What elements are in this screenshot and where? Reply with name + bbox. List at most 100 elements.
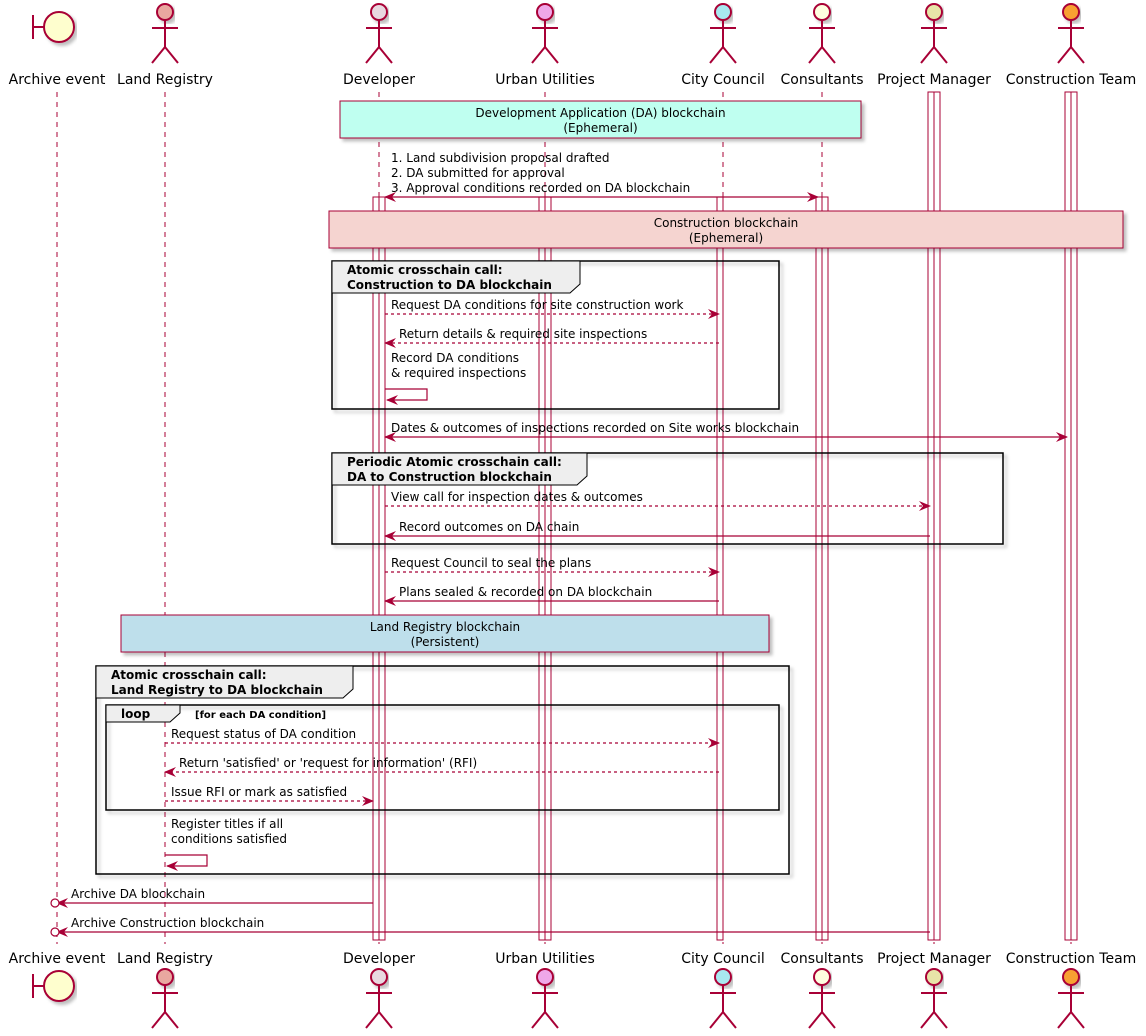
- boundary-bar-icon: [32, 974, 44, 998]
- message-label: Request DA conditions for site construct…: [391, 298, 683, 312]
- message-14: Archive DA blockchain: [50, 887, 373, 908]
- participant-label: Project Manager: [877, 951, 991, 967]
- note-box: [120, 614, 770, 653]
- participant-bottom-council: City Council: [681, 951, 765, 1029]
- frame-title: Atomic crosschain call:: [111, 668, 267, 682]
- note-text: (Ephemeral): [563, 121, 637, 135]
- message-3: Return details & required site inspectio…: [384, 327, 719, 348]
- participant-label: Land Registry: [117, 72, 213, 88]
- actor-head-icon: [925, 3, 943, 21]
- participant-label: City Council: [681, 72, 764, 88]
- message-11: Return 'satisfied' or 'request for infor…: [164, 756, 719, 777]
- participant-bottom-landreg: Land Registry: [117, 951, 213, 1029]
- frame-4: loop[for each DA condition]: [105, 704, 780, 811]
- message-10: Request status of DA condition: [165, 727, 720, 748]
- participant-bottom-archive: Archive event: [9, 951, 106, 1002]
- actor-body-icon: [1057, 985, 1085, 1029]
- actor-body-icon: [808, 985, 836, 1029]
- message-label: 2. DA submitted for approval: [391, 166, 565, 180]
- actor-body-icon: [808, 20, 836, 64]
- message-15: Archive Construction blockchain: [50, 916, 930, 937]
- activation-construction: [1070, 91, 1078, 941]
- participant-top-construction: Construction Team: [1006, 3, 1136, 88]
- lost-circle: [50, 898, 60, 908]
- frame-tab: [331, 260, 581, 294]
- actor-body-icon: [1057, 20, 1085, 64]
- frame-tab: [95, 665, 354, 699]
- boundary-circle-icon: [43, 970, 75, 1002]
- actor-head-icon: [536, 3, 554, 21]
- actor-head-icon: [813, 3, 831, 21]
- message-label: & required inspections: [391, 366, 526, 380]
- participant-label: Land Registry: [117, 951, 213, 967]
- participant-top-utilities: Urban Utilities: [495, 3, 595, 88]
- actor-head-icon: [156, 968, 174, 986]
- boundary-bar-icon: [32, 15, 44, 39]
- message-7: Record outcomes on DA chain: [384, 520, 930, 541]
- participant-label: City Council: [681, 951, 764, 967]
- message-label: Record DA conditions: [391, 351, 519, 365]
- message-label: Issue RFI or mark as satisfied: [171, 785, 347, 799]
- note-text: Development Application (DA) blockchain: [475, 106, 725, 120]
- frame-tab: [105, 704, 181, 723]
- participant-top-archive: Archive event: [9, 11, 106, 88]
- actor-head-icon: [714, 3, 732, 21]
- actor-body-icon: [920, 20, 948, 64]
- participant-bottom-utilities: Urban Utilities: [495, 951, 595, 1029]
- activation-consultants: [821, 196, 829, 941]
- frame-title: Atomic crosschain call:: [347, 263, 503, 277]
- message-label: Return 'satisfied' or 'request for infor…: [179, 756, 477, 770]
- note-1: Development Application (DA) blockchain(…: [339, 100, 862, 139]
- message-label: Dates & outcomes of inspections recorded…: [391, 421, 799, 435]
- message-label: Archive DA blockchain: [71, 887, 205, 901]
- activation-council: [716, 196, 724, 941]
- actor-body-icon: [151, 985, 179, 1029]
- message-label: conditions satisfied: [171, 832, 287, 846]
- note-text: Land Registry blockchain: [370, 620, 520, 634]
- message-9: Plans sealed & recorded on DA blockchain: [384, 585, 719, 606]
- activation-pm: [933, 91, 941, 941]
- participant-top-consultants: Consultants: [781, 3, 864, 88]
- actor-head-icon: [156, 3, 174, 21]
- note-2: Construction blockchain(Ephemeral): [328, 210, 1124, 249]
- message-label: Archive Construction blockchain: [71, 916, 264, 930]
- message-8: Request Council to seal the plans: [385, 556, 720, 577]
- participant-label: Archive event: [9, 951, 106, 967]
- participant-label: Urban Utilities: [495, 951, 594, 967]
- message-12: Issue RFI or mark as satisfied: [165, 785, 374, 806]
- frames: Atomic crosschain call:Construction to D…: [95, 260, 1004, 875]
- participant-label: Construction Team: [1006, 951, 1137, 967]
- actor-body-icon: [709, 20, 737, 64]
- frame-title: Construction to DA blockchain: [347, 278, 552, 292]
- actor-body-icon: [365, 20, 393, 64]
- participant-label: Archive event: [9, 72, 106, 88]
- message-label: Request status of DA condition: [171, 727, 356, 741]
- activation-developer: [372, 196, 380, 941]
- actor-body-icon: [151, 20, 179, 64]
- participant-top-council: City Council: [681, 3, 765, 88]
- participant-bottom-consultants: Consultants: [781, 951, 864, 1029]
- note-box: [328, 210, 1124, 249]
- message-4: Record DA conditions& required inspectio…: [385, 351, 526, 405]
- note-box: [339, 100, 862, 139]
- frame-title: DA to Construction blockchain: [347, 470, 552, 484]
- actor-head-icon: [370, 3, 388, 21]
- participant-bottom-developer: Developer: [343, 951, 415, 1029]
- participant-top-developer: Developer: [343, 3, 415, 88]
- participant-label: Project Manager: [877, 72, 991, 88]
- activation-developer: [378, 196, 386, 941]
- participant-label: Developer: [343, 951, 415, 967]
- message-5: Dates & outcomes of inspections recorded…: [384, 421, 1068, 442]
- participant-bottom-construction: Construction Team: [1006, 951, 1137, 1029]
- actor-body-icon: [531, 20, 559, 64]
- boundary-circle-icon: [43, 11, 75, 43]
- frame-border: [95, 665, 790, 875]
- message-label: 3. Approval conditions recorded on DA bl…: [391, 181, 690, 195]
- actor-body-icon: [531, 985, 559, 1029]
- message-label: Request Council to seal the plans: [391, 556, 591, 570]
- message-label: View call for inspection dates & outcome…: [391, 490, 643, 504]
- actor-head-icon: [370, 968, 388, 986]
- participant-bottom-pm: Project Manager: [877, 951, 991, 1029]
